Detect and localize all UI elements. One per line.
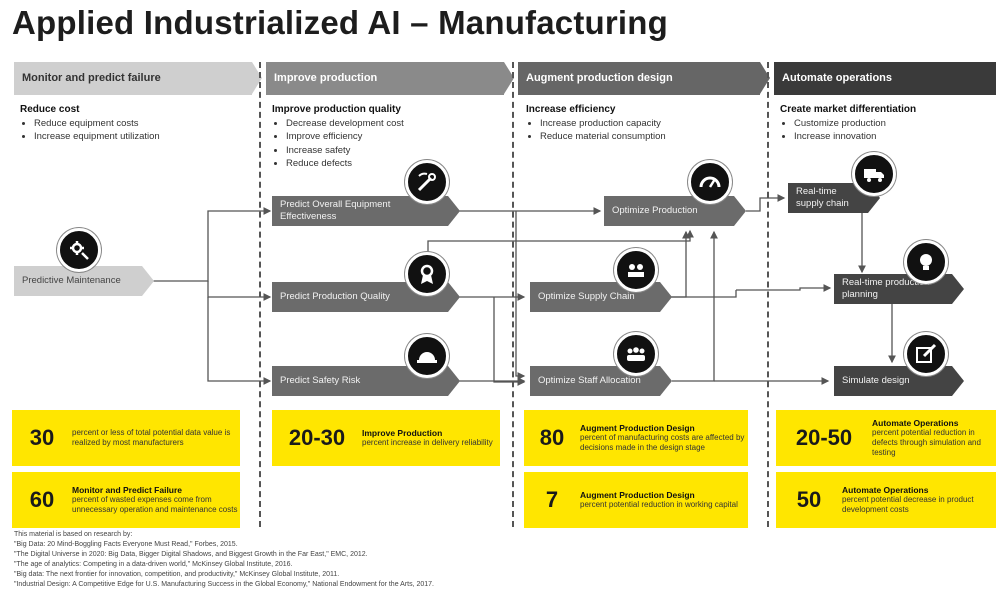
stat-number: 30 xyxy=(29,425,55,450)
stat-number: 60 xyxy=(29,487,55,512)
column-header-monitor: Monitor and predict failure xyxy=(14,62,252,95)
stat-number: 80 xyxy=(539,425,565,450)
column-header-arrow xyxy=(252,62,262,94)
stat-title: Automate Operations xyxy=(842,485,929,495)
goal-title: Improve production quality xyxy=(272,104,401,115)
goal-item: Increase innovation xyxy=(794,130,916,144)
goal-title: Increase efficiency xyxy=(526,104,616,115)
goal-item: Improve efficiency xyxy=(286,130,404,144)
award-ribbon-icon xyxy=(405,252,449,296)
stat-text: percent increase in delivery reliability xyxy=(362,438,493,447)
page-title: Applied Industrialized AI – Manufacturin… xyxy=(12,4,669,41)
goal-improve: Improve production quality Decrease deve… xyxy=(272,103,404,171)
delivery-truck-icon xyxy=(852,152,896,196)
stat-title: Improve Production xyxy=(362,428,443,438)
node-optimize-staff[interactable]: Optimize Staff Allocation xyxy=(530,366,672,396)
stat-number: 7 xyxy=(545,487,559,512)
goal-automate: Create market differentiation Customize … xyxy=(780,103,916,144)
column-header-automate: Automate operations xyxy=(774,62,996,95)
reference-line: "The Digital Universe in 2020: Big Data,… xyxy=(14,551,368,558)
goal-item: Reduce equipment costs xyxy=(34,117,160,131)
stat-description: percent or less of total potential data … xyxy=(72,428,240,448)
references: This material is based on research by: "… xyxy=(14,530,434,590)
goal-title: Create market differentiation xyxy=(780,104,917,115)
reference-line: "Big Data: 20 Mind-Boggling Facts Everyo… xyxy=(14,541,238,548)
stat-text: percent potential reduction in working c… xyxy=(580,500,738,509)
node-simulate-design[interactable]: Simulate design xyxy=(834,366,964,396)
stat-number: 20-30 xyxy=(288,425,346,450)
column-header-arrow xyxy=(504,62,514,94)
wrench-gauge-icon xyxy=(405,160,449,204)
node-realtime-planning[interactable]: Real-time production planning xyxy=(834,274,964,304)
stat-text: percent of wasted expenses come from unn… xyxy=(72,495,238,514)
goal-item: Reduce defects xyxy=(286,157,404,171)
goal-item: Increase production capacity xyxy=(540,117,666,131)
logistics-icon xyxy=(614,248,658,292)
goal-item: Increase equipment utilization xyxy=(34,130,160,144)
stat-title: Automate Operations xyxy=(872,418,959,428)
reference-line: "Big data: The next frontier for innovat… xyxy=(14,571,340,578)
stat-text: percent potential reduction in defects t… xyxy=(872,428,981,457)
goal-item: Customize production xyxy=(794,117,916,131)
reference-line: This material is based on research by: xyxy=(14,531,133,538)
stat-text: percent or less of total potential data … xyxy=(72,428,231,447)
column-header-arrow xyxy=(760,62,770,94)
node-optimize-production[interactable]: Optimize Production xyxy=(604,196,746,226)
column-header-improve: Improve production xyxy=(266,62,504,95)
goal-item: Decrease development cost xyxy=(286,117,404,131)
hardhat-icon xyxy=(405,334,449,378)
goal-item: Reduce material consumption xyxy=(540,130,666,144)
stat-number: 50 xyxy=(796,487,822,512)
stat-text: percent potential decrease in product de… xyxy=(842,495,974,514)
edit-pencil-icon xyxy=(904,332,948,376)
stat-text: percent of manufacturing costs are affec… xyxy=(580,433,745,452)
goal-item: Increase safety xyxy=(286,144,404,158)
column-header-augment: Augment production design xyxy=(518,62,760,95)
speedometer-icon xyxy=(688,160,732,204)
reference-line: "Industrial Design: A Competitive Edge f… xyxy=(14,581,434,588)
stat-title: Monitor and Predict Failure xyxy=(72,485,183,495)
lightbulb-icon xyxy=(904,240,948,284)
goal-monitor: Reduce cost Reduce equipment costs Incre… xyxy=(20,103,160,144)
column-divider xyxy=(767,62,769,527)
column-divider xyxy=(512,62,514,527)
stat-title: Augment Production Design xyxy=(580,423,695,433)
gear-wrench-icon xyxy=(57,228,101,272)
stat-number: 20-50 xyxy=(795,425,853,450)
people-group-icon xyxy=(614,332,658,376)
stat-box: 30 percent or less of total potential da… xyxy=(12,410,240,466)
goal-augment: Increase efficiency Increase production … xyxy=(526,103,666,144)
reference-line: "The age of analytics: Competing in a da… xyxy=(14,561,293,568)
goal-title: Reduce cost xyxy=(20,104,80,115)
column-divider xyxy=(259,62,261,527)
stat-title: Augment Production Design xyxy=(580,490,695,500)
node-optimize-supply-chain[interactable]: Optimize Supply Chain xyxy=(530,282,672,312)
